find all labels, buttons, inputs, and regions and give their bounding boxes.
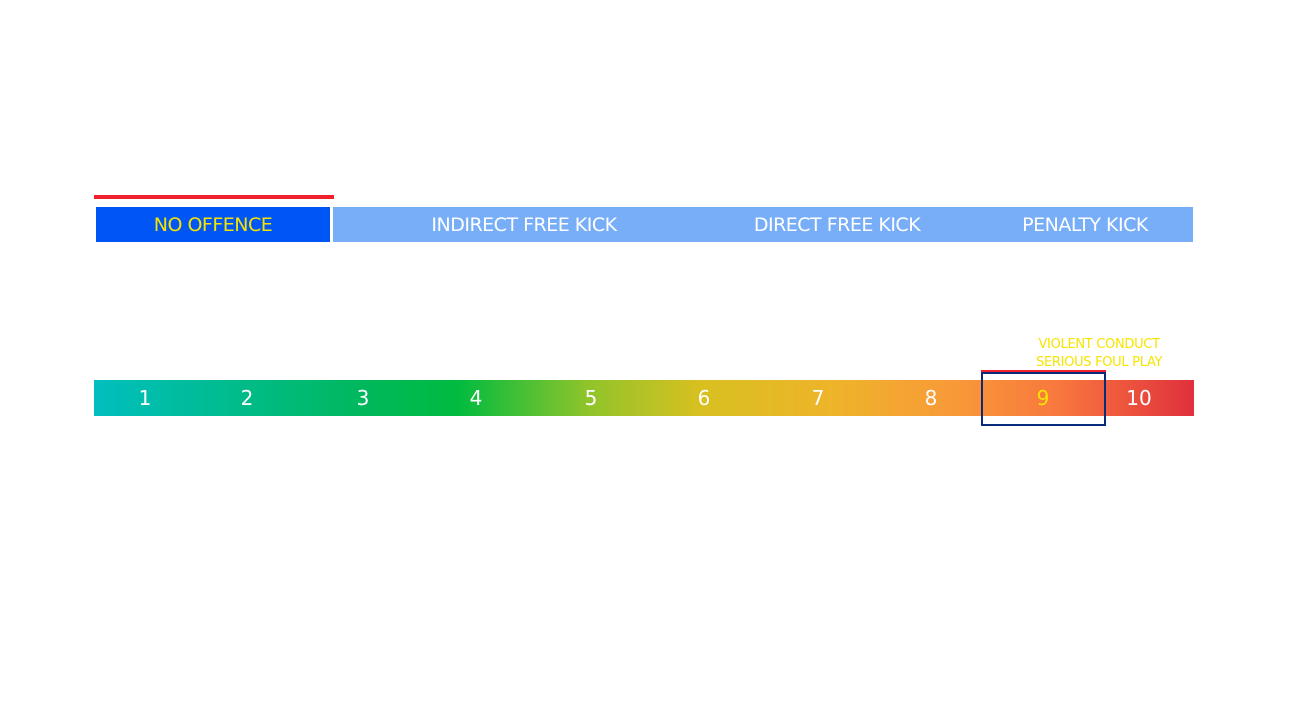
scale-number: 4	[469, 386, 483, 410]
category-label: NO OFFENCE	[153, 213, 273, 236]
scale-number: 5	[584, 386, 598, 410]
category-no-offence: NO OFFENCE	[96, 207, 330, 242]
selected-category-marker	[94, 195, 334, 199]
scale-number: 8	[924, 386, 938, 410]
scale-number: 1	[138, 386, 152, 410]
scale-number: 3	[356, 386, 370, 410]
selected-score-marker	[981, 370, 1106, 373]
annotation-serious-foul-play: SERIOUS FOUL PLAY	[1036, 355, 1163, 370]
selected-score-box	[981, 372, 1106, 426]
annotation-violent-conduct: VIOLENT CONDUCT	[1038, 337, 1160, 352]
category-bar-sanctions: INDIRECT FREE KICK DIRECT FREE KICK PENA…	[333, 207, 1193, 242]
category-direct-free-kick: DIRECT FREE KICK	[753, 213, 921, 236]
scale-number: 6	[697, 386, 711, 410]
severity-scale: 1 2 3 4 5 6 7 8 9 10	[94, 380, 1194, 416]
category-penalty-kick: PENALTY KICK	[1022, 213, 1148, 236]
scale-number-highlighted: 9	[1036, 386, 1050, 410]
scale-number: 10	[1126, 386, 1152, 410]
severity-annotation: VIOLENT CONDUCT SERIOUS FOUL PLAY	[1036, 336, 1162, 372]
scale-number: 7	[811, 386, 825, 410]
scale-number: 2	[240, 386, 254, 410]
category-indirect-free-kick: INDIRECT FREE KICK	[431, 213, 617, 236]
